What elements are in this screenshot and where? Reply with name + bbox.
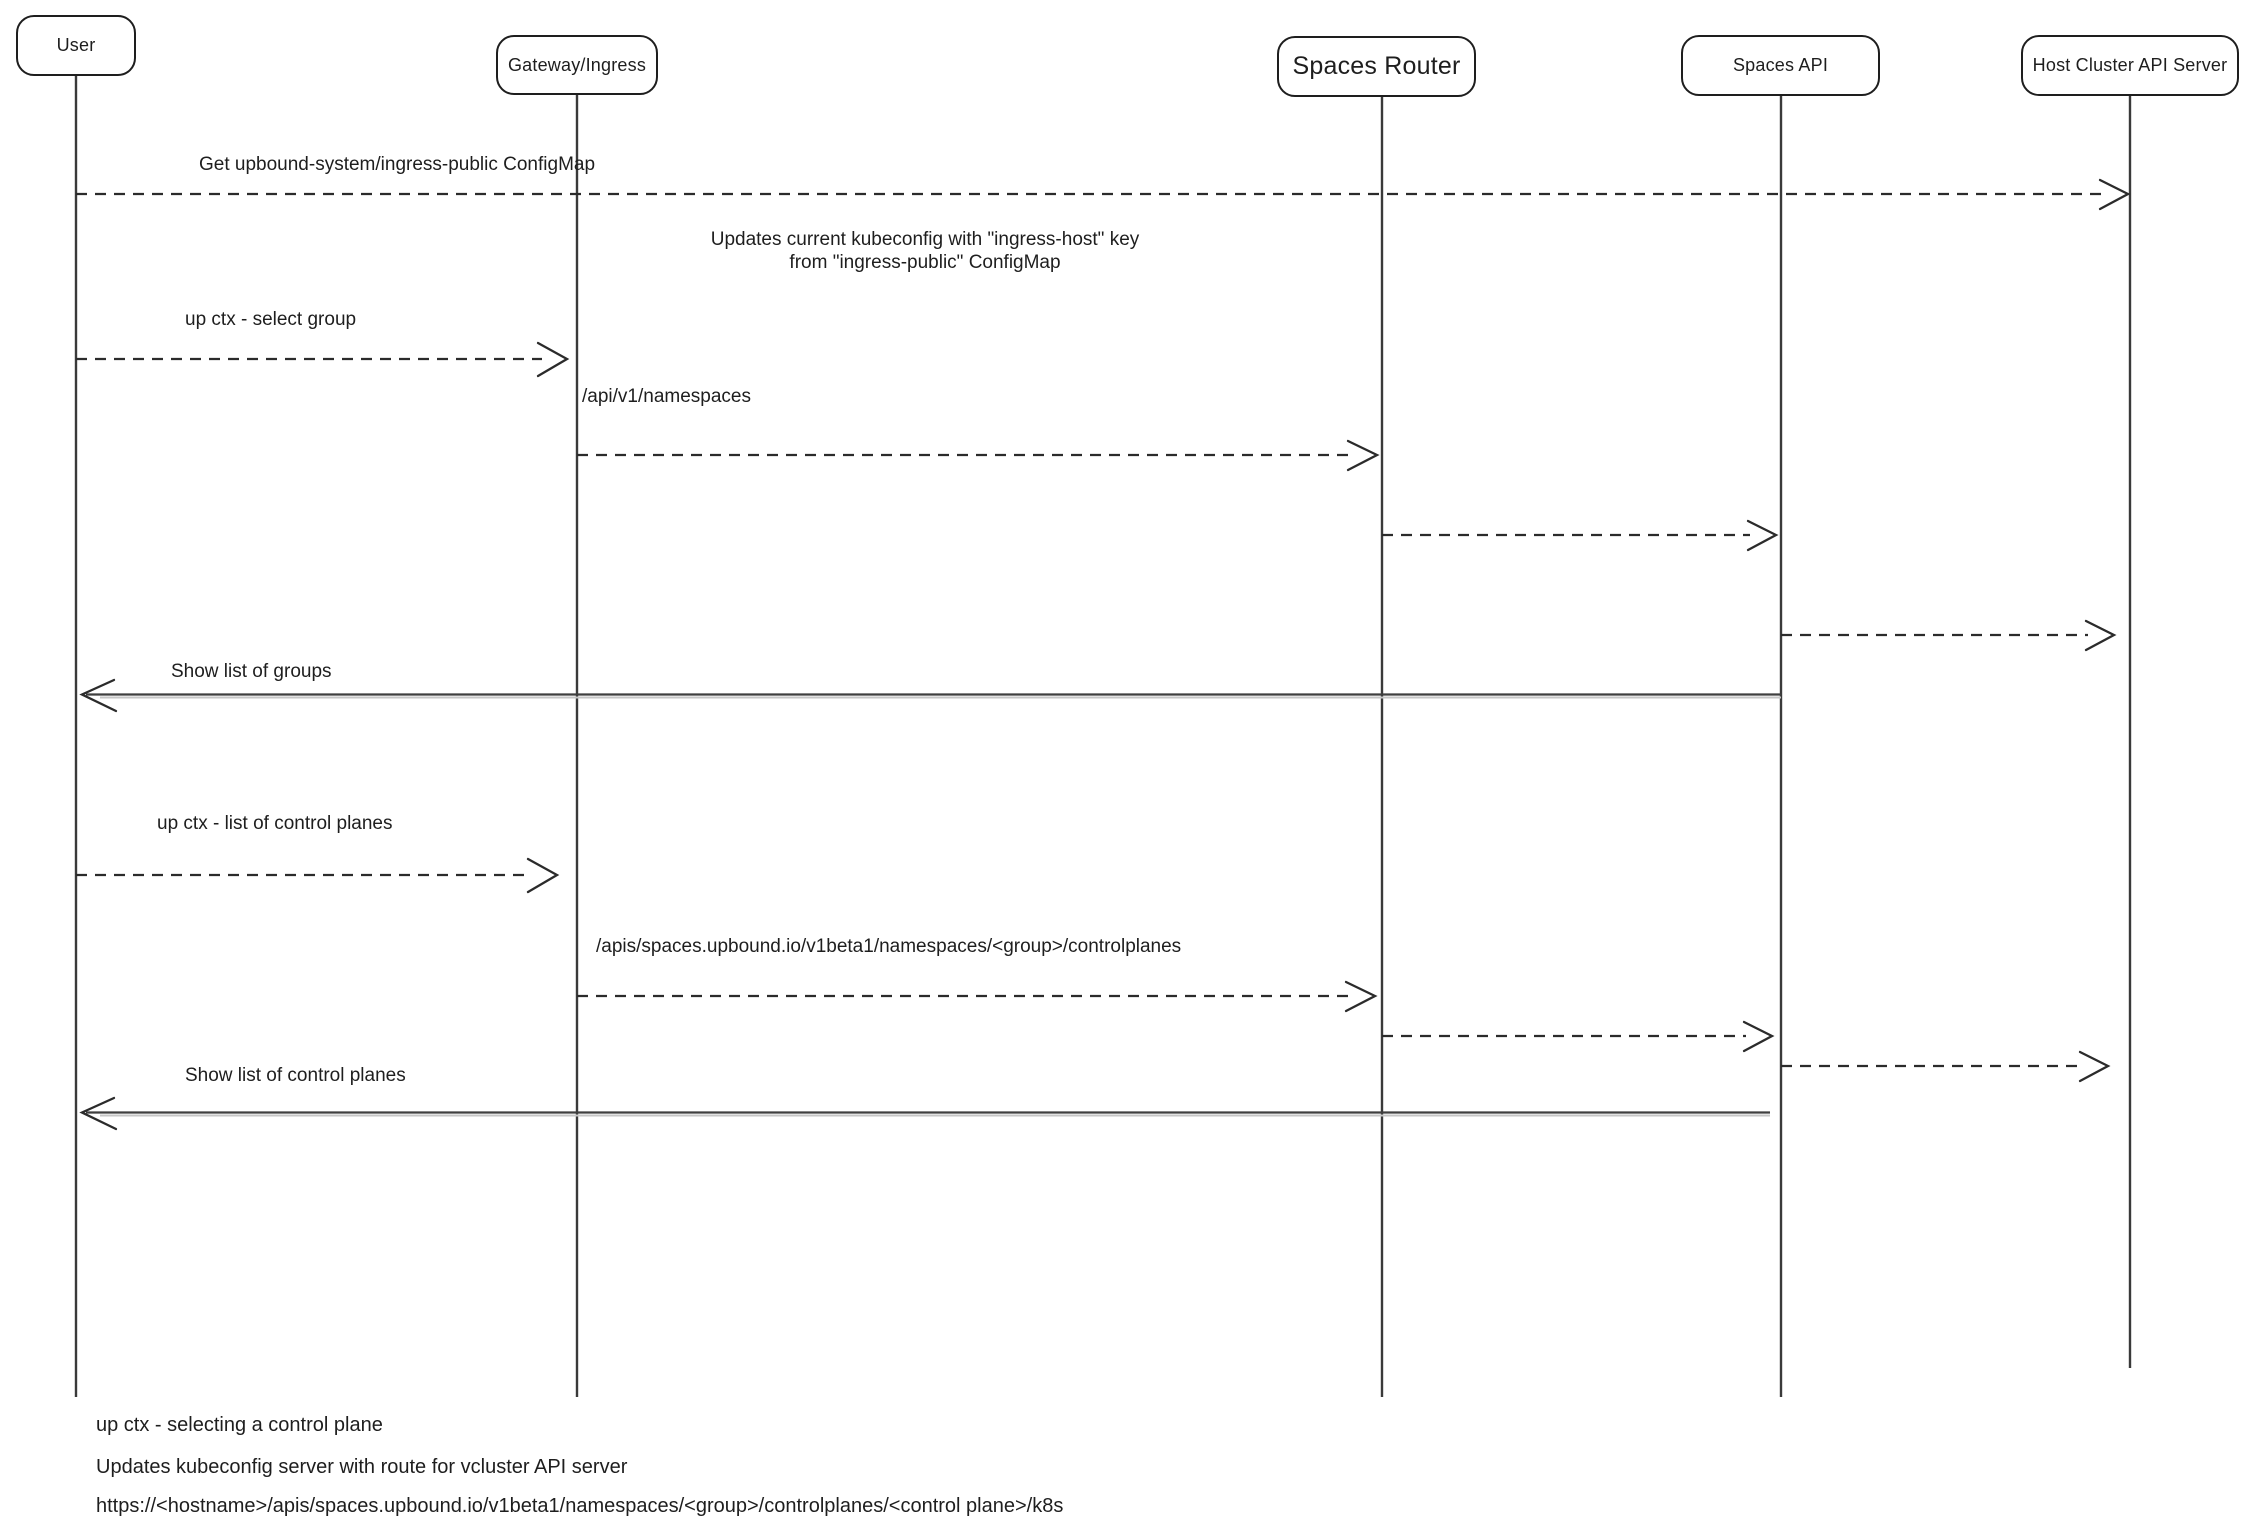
msg-arrow-apis-controlplanes	[577, 980, 1378, 1013]
msg-arrow-get-configmap	[76, 178, 2131, 211]
actor-label-spaces-router: Spaces Router	[1292, 52, 1461, 80]
actor-box-gateway-ingress: Gateway/Ingress	[496, 35, 658, 95]
msg-arrow-api-to-host-2	[1781, 1050, 2111, 1083]
msg-arrow-router-to-api-2	[1382, 1020, 1775, 1053]
actor-box-user: User	[16, 15, 136, 76]
msg-arrow-show-list-of-control-planes	[79, 1096, 1770, 1131]
dashed-arrows	[76, 178, 2131, 1083]
kubeconfig-note-line-1: Updates current kubeconfig with "ingress…	[710, 229, 1140, 250]
msg-arrow-up-ctx-list-control-planes	[76, 857, 560, 894]
actor-label-user: User	[56, 35, 96, 55]
message-label-get-configmap: Get upbound-system/ingress-public Config…	[199, 154, 596, 175]
actor-box-spaces-router: Spaces Router	[1277, 36, 1476, 97]
kubeconfig-note-line-2: from "ingress-public" ConfigMap	[789, 252, 1061, 273]
message-label-up-ctx-select-group: up ctx - select group	[185, 309, 357, 330]
actor-label-host-cluster-api-server: Host Cluster API Server	[2032, 55, 2228, 75]
msg-arrow-up-ctx-select-group	[76, 341, 570, 378]
actor-label-gateway-ingress: Gateway/Ingress	[507, 54, 647, 75]
msg-arrow-api-v1-namespaces	[577, 439, 1380, 472]
lifelines	[74, 75, 2132, 1397]
footnote-updates-kubeconfig: Updates kubeconfig server with route for…	[96, 1456, 628, 1478]
message-label-api-v1-namespaces: /api/v1/namespaces	[582, 386, 751, 407]
actor-label-spaces-api: Spaces API	[1732, 55, 1829, 75]
msg-arrow-show-list-of-groups	[79, 678, 1781, 713]
message-label-apis-controlplanes: /apis/spaces.upbound.io/v1beta1/namespac…	[596, 936, 1182, 957]
kubeconfig-note: Updates current kubeconfig with "ingress…	[675, 228, 1175, 274]
message-label-up-ctx-list-control-planes: up ctx - list of control planes	[157, 813, 393, 834]
msg-arrow-api-to-host-1	[1781, 619, 2117, 652]
actor-box-host-cluster-api-server: Host Cluster API Server	[2021, 35, 2239, 96]
footnote-vcluster-url: https://<hostname>/apis/spaces.upbound.i…	[96, 1495, 1064, 1517]
solid-return-arrows	[79, 678, 1781, 1131]
msg-arrow-router-to-api-1	[1382, 519, 1779, 552]
message-label-show-list-of-control-planes: Show list of control planes	[185, 1065, 406, 1086]
message-label-show-list-of-groups: Show list of groups	[171, 661, 332, 682]
footnote-selecting-control-plane: up ctx - selecting a control plane	[96, 1414, 383, 1436]
actor-box-spaces-api: Spaces API	[1681, 35, 1880, 96]
